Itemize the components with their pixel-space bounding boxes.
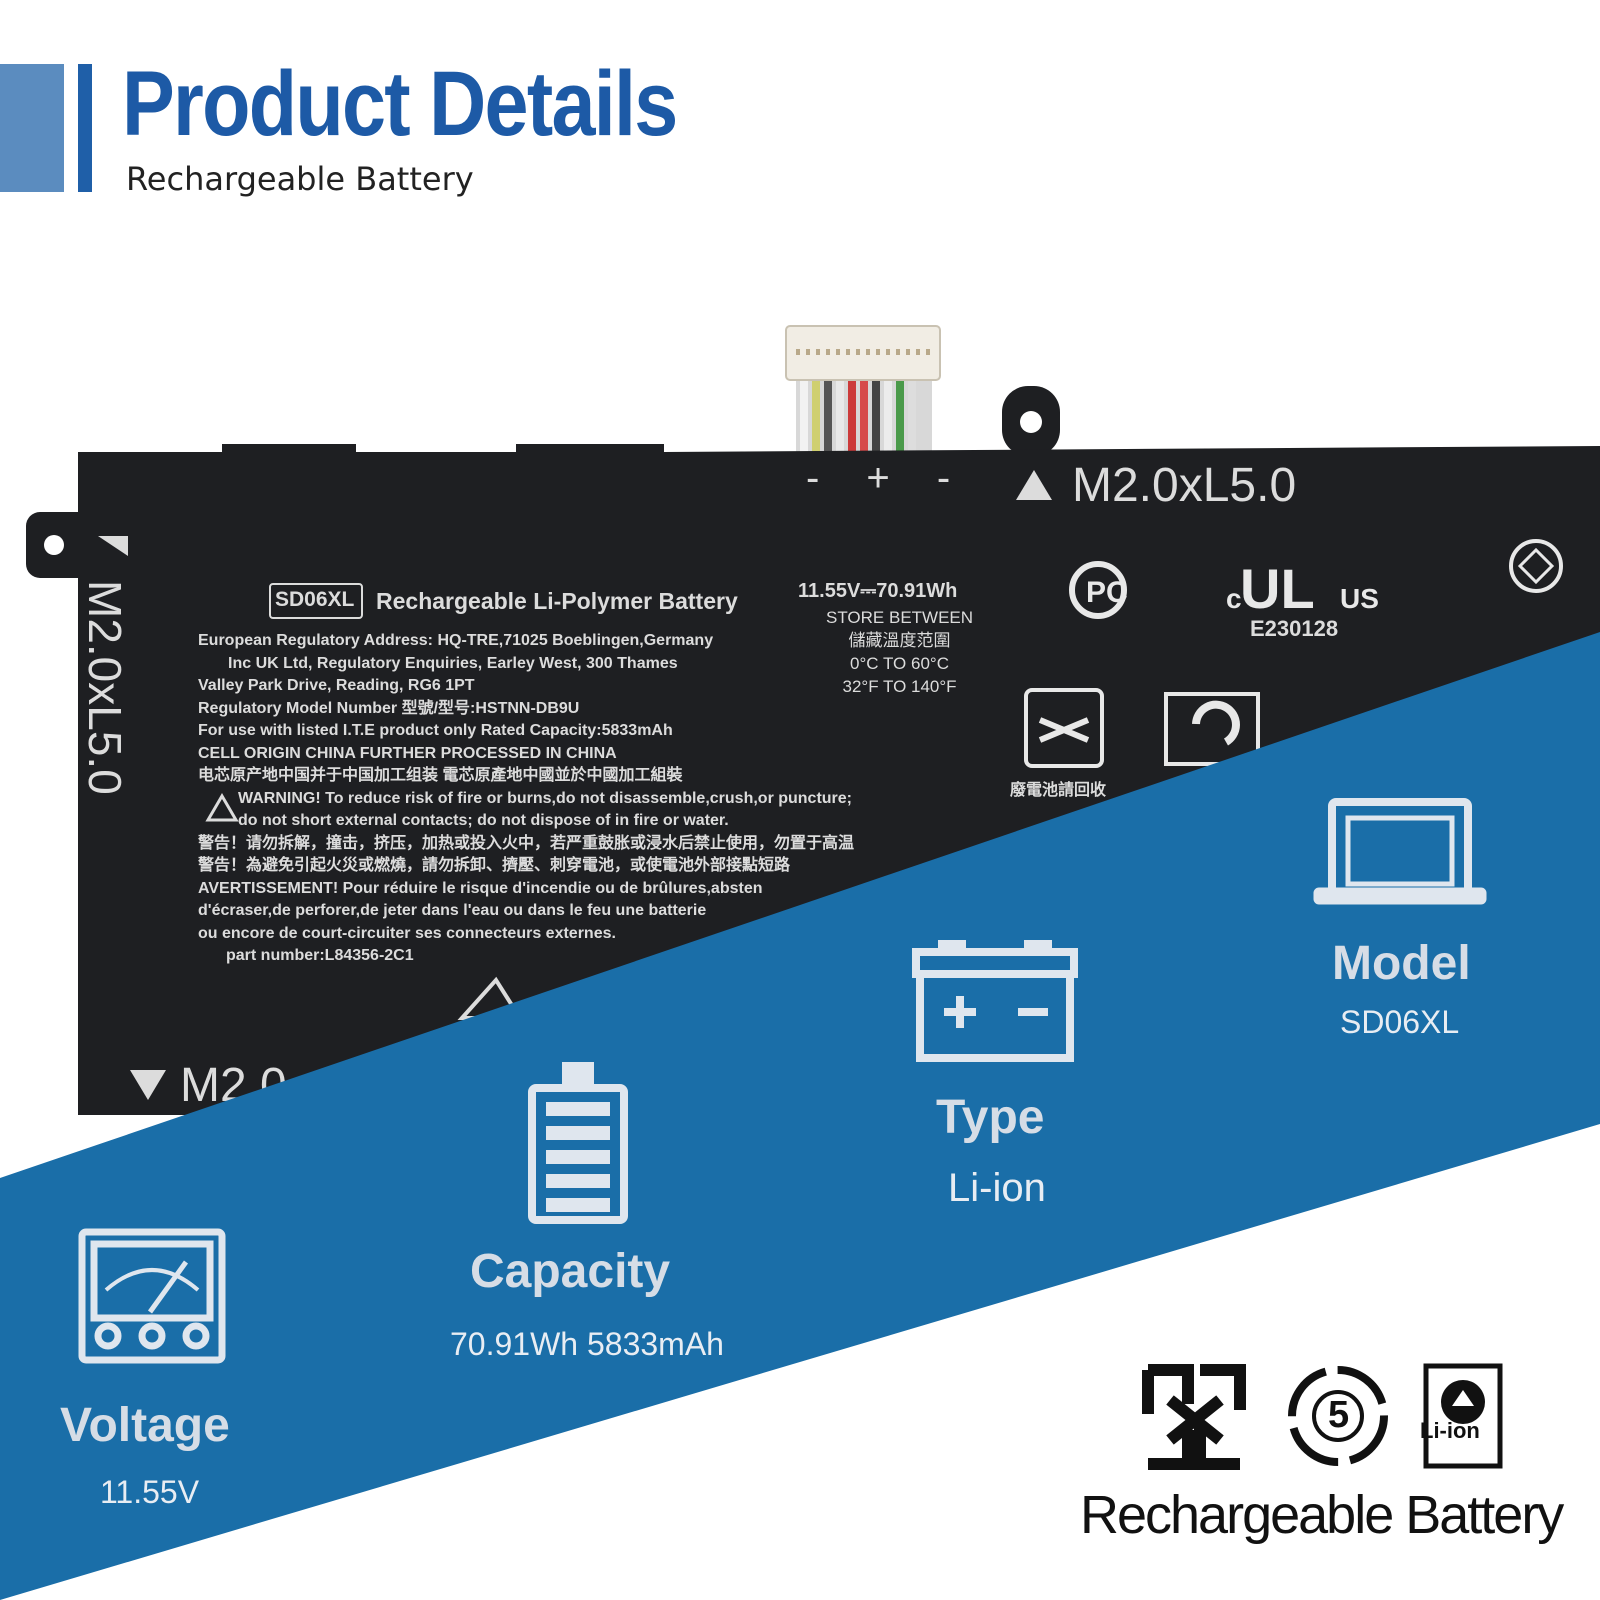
regulatory-line: ou encore de court-circuiter ses connect… — [198, 924, 616, 942]
capacity-value: 70.91Wh 5833mAh — [450, 1326, 724, 1362]
capacity-icon — [528, 1062, 628, 1224]
regulatory-line: CELL ORIGIN CHINA FURTHER PROCESSED IN C… — [198, 744, 617, 762]
recycling-symbol-icon — [1142, 1364, 1246, 1470]
recycle-number: 5 — [1328, 1394, 1350, 1436]
regulatory-line: WARNING! To reduce risk of fire or burns… — [238, 789, 853, 807]
svg-text:US: US — [1340, 583, 1379, 614]
footer-caption: Rechargeable Battery — [1080, 1485, 1564, 1545]
certification-marks — [1024, 539, 1563, 768]
model-value: SD06XL — [1340, 1004, 1460, 1040]
regulatory-line: AVERTISSEMENT! Pour réduire le risque d'… — [198, 879, 763, 897]
connector-wires — [796, 370, 932, 452]
model-box-text: SD06XL — [275, 588, 355, 611]
regulatory-line: For use with listed I.T.E product only R… — [198, 722, 673, 739]
page-title: Product Details — [122, 53, 678, 155]
battery-description: Rechargeable Li-Polymer Battery — [376, 588, 738, 614]
regulatory-line: do not short external contacts; do not d… — [238, 812, 729, 829]
regulatory-line: Regulatory Model Number 型號/型号:HSTNN-DB9U — [198, 699, 580, 717]
svg-text:PC: PC — [1086, 576, 1128, 609]
regulatory-line: d'écraser,de perforer,de jeter dans l'ea… — [198, 902, 707, 919]
rating-label: 11.55V⎓70.91Wh — [798, 580, 958, 602]
capacity-title: Capacity — [470, 1245, 671, 1298]
storage-temp: STORE BETWEEN 儲藏溫度范圍 0°C TO 60°C 32°F TO… — [826, 606, 973, 698]
header-accent-bar — [0, 64, 64, 192]
regulatory-text: European Regulatory Address: HQ-TRE,7102… — [198, 630, 854, 968]
regulatory-line: European Regulatory Address: HQ-TRE,7102… — [198, 632, 714, 649]
ul-mark: UL — [1240, 557, 1315, 620]
header-accent-line — [78, 64, 92, 192]
screw-label-top: M2.0xL5.0 — [1072, 459, 1297, 512]
recycle-marks — [1142, 1363, 1503, 1470]
type-value: Li-ion — [948, 1166, 1046, 1210]
model-title: Model — [1332, 937, 1471, 990]
ul-code: E230128 — [1250, 616, 1339, 641]
regulatory-line: part number:L84356-2C1 — [226, 947, 414, 964]
svg-text:c: c — [1226, 583, 1242, 614]
regulatory-line: 警告！请勿拆解，撞击，挤压，加热或投入火中，若严重鼓胀或浸水后禁止使用，勿置于高… — [198, 834, 855, 852]
laptop-icon — [1313, 798, 1487, 905]
recycle-5-icon — [1288, 1366, 1388, 1466]
regulatory-line: 警告！為避免引起火災或燃燒，請勿拆卸、擠壓、刺穿電池，或使電池外部接點短路 — [198, 857, 791, 874]
liion-label: Li-ion — [1420, 1418, 1480, 1443]
page-subtitle: Rechargeable Battery — [126, 160, 474, 198]
liion-recycle-icon — [1423, 1363, 1503, 1469]
polarity-label: - + - — [806, 456, 969, 500]
regulatory-line: Inc UK Ltd, Regulatory Enquiries, Earley… — [228, 654, 678, 672]
storage-line: 0°C TO 60°C — [850, 654, 949, 673]
voltage-value: 11.55V — [100, 1474, 200, 1510]
recycle-caption: 廢電池請回收 — [1010, 782, 1107, 799]
voltage-title: Voltage — [60, 1399, 230, 1452]
storage-line: STORE BETWEEN — [826, 608, 974, 627]
connector-plug — [785, 325, 941, 381]
battery-type-icon — [912, 940, 1078, 1062]
voltmeter-icon — [78, 1228, 226, 1364]
model-box — [269, 583, 363, 619]
storage-line: 32°F TO 140°F — [842, 677, 957, 696]
type-title: Type — [936, 1091, 1045, 1144]
regulatory-line: Valley Park Drive, Reading, RG6 1PT — [198, 677, 475, 694]
regulatory-line: 电芯原产地中国并于中国加工组装 電芯原產地中國並於中國加工組裝 — [198, 767, 683, 784]
storage-line: 儲藏溫度范圍 — [848, 631, 951, 650]
